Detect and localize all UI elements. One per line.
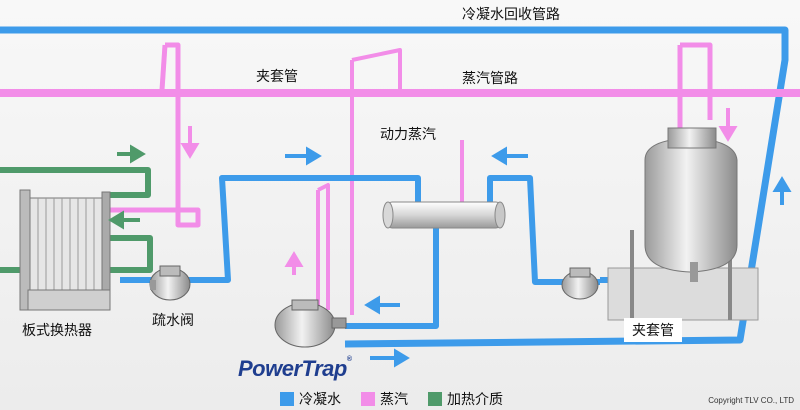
legend-label-steam: 蒸汽 bbox=[380, 392, 408, 408]
copyright: Copyright TLV CO., LTD bbox=[708, 396, 794, 405]
legend-swatch-condensate bbox=[280, 392, 294, 406]
label-steam-trap: 疏水阀 bbox=[152, 313, 194, 329]
hx-steam-loop bbox=[108, 42, 201, 228]
label-condensate-return: 冷凝水回收管路 bbox=[462, 7, 560, 23]
heating-flow-arrows bbox=[108, 144, 146, 230]
powertrap-unit bbox=[274, 299, 347, 348]
receiver-tank bbox=[382, 201, 506, 229]
legend-item-condensate: 冷凝水 bbox=[280, 389, 341, 409]
label-steam-line: 蒸汽管路 bbox=[462, 71, 518, 87]
legend-swatch-steam bbox=[361, 392, 375, 406]
legend-item-steam: 蒸汽 bbox=[361, 389, 408, 409]
legend-swatch-heating bbox=[428, 392, 442, 406]
label-jacket-top: 夹套管 bbox=[256, 69, 298, 85]
powertrap-logo: PowerTrap® bbox=[238, 356, 352, 381]
condensate-flow-arrows bbox=[285, 146, 792, 368]
label-motive-steam: 动力蒸汽 bbox=[380, 127, 436, 143]
jacketed-vessel bbox=[607, 127, 759, 321]
condensate-return-line bbox=[0, 26, 789, 348]
steam-trap bbox=[149, 265, 191, 301]
plate-heat-exchanger bbox=[19, 189, 111, 311]
powertrap-steam-loop bbox=[316, 48, 464, 315]
legend-label-heating: 加热介质 bbox=[447, 392, 503, 408]
label-jacket-vessel: 夹套管 bbox=[624, 318, 682, 342]
legend-label-condensate: 冷凝水 bbox=[299, 392, 341, 408]
label-heat-exchanger: 板式换热器 bbox=[22, 323, 92, 339]
legend-item-heating: 加热介质 bbox=[428, 389, 503, 409]
legend: 冷凝水 蒸汽 加热介质 bbox=[280, 389, 517, 409]
steam-flow-arrows bbox=[180, 108, 738, 275]
steam-trap-jacket bbox=[561, 267, 599, 300]
